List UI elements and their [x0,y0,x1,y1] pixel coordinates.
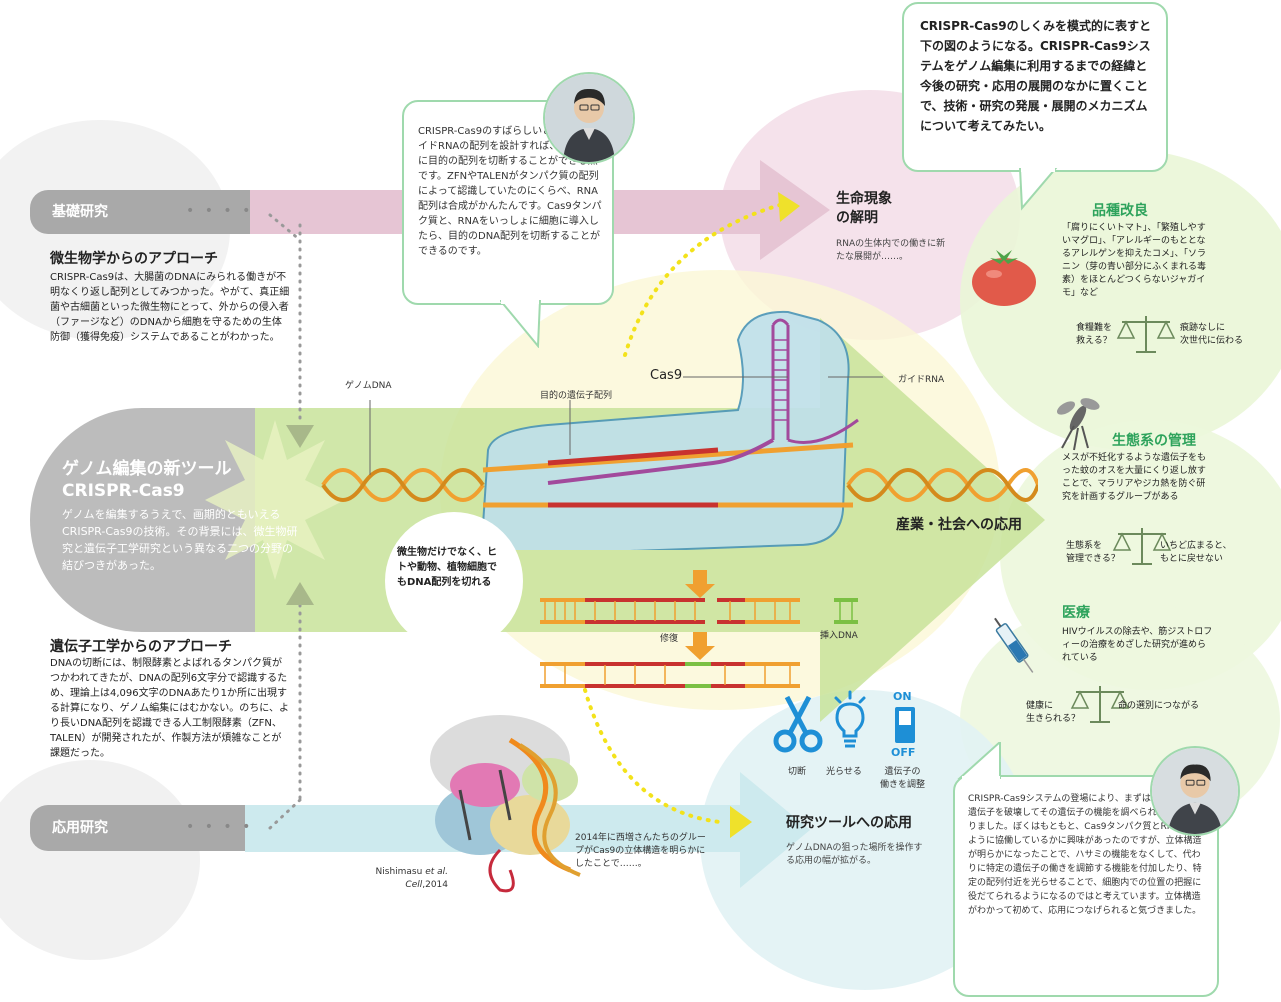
basic-tag: 基礎研究 [30,190,250,234]
industry-heading: 産業・社会への応用 [896,517,1022,533]
citation-authors: Nishimasu [375,867,426,877]
genetic-heading: 遺伝子工学からのアプローチ [50,639,232,655]
eco-right: いちど広まると、 もとに戻せない [1160,541,1232,564]
top-quote-tail [500,300,542,348]
structure-note: 2014年に西増さんたちのグループがCas9の立体構造を明らかにしたことで……。 [575,833,706,869]
tool-glow-label: 光らせる [826,767,862,777]
researcher-avatar-bottom [1150,746,1240,836]
applied-tag: 応用研究 [30,805,245,851]
tool-regulate-label: 遺伝子の 働きを調整 [880,767,926,790]
scissors-icon [773,695,823,753]
citation-etal: et al. [425,867,448,877]
label-target-seq: 目的の遺伝子配列 [540,391,613,401]
eco-left: 生態系を 管理できる？ [1066,541,1120,564]
repair-diagram [540,570,800,688]
label-cas9: Cas9 [650,368,683,383]
burst-shape [205,420,345,580]
crop-right: 痕跡なしに 次世代に伝わる [1180,323,1244,346]
genome-title: ゲノム編集の新ツール CRISPR-Cas9 [62,458,272,502]
applied-dots: • • • • [186,819,254,835]
guide-rna-strand [547,438,774,485]
scale-icon-eco [1112,528,1172,565]
cas9-diagram [321,310,1038,550]
genome-title-1: ゲノム編集の新ツール [62,459,232,479]
tomato-icon [972,250,1036,306]
researcher-avatar-top [543,72,635,164]
label-insert-dna: 挿入DNA [820,631,858,641]
genome-panel [30,408,255,632]
life-sub: RNAの生体内での働きに新たな展開が……。 [836,239,946,262]
eco-body: メスが不妊化するような遺伝子をもった蚊のオスを大量にくり返し放すことで、マラリア… [1062,453,1207,502]
bottom-quote-text: CRISPR-Cas9システムの登場により、まずは、かんたんに遺伝子を破壊してそ… [968,794,1207,916]
cas9-protein [481,310,850,550]
mosquito-icon [1056,398,1100,451]
medical-left: 健康に 生きられる？ [1026,701,1081,724]
genome-title-2: CRISPR-Cas9 [62,481,185,501]
citation: Nishimasu et al. Cell,2014 [358,866,448,892]
intro-tail [1018,168,1058,211]
crop-left: 食糧難を 救える？ [1076,323,1113,346]
label-guide-rna: ガイドRNA [898,375,945,385]
scale-icon-medical [1070,686,1130,723]
medical-body: HIVウイルスの除去や、筋ジストロフィーの治療をめざした研究が進められている [1062,627,1213,663]
scale-icon-crop [1116,316,1176,353]
medical-heading: 医療 [1062,605,1090,621]
applied-tag-label: 応用研究 [52,820,108,836]
medical-right: 命の選別につながる [1118,701,1200,711]
dna-helix-right [846,468,1038,502]
citation-year: ,2014 [422,880,448,890]
note-circle-text: 微生物だけでなく、ヒトや動物、植物細胞でもDNA配列を切れる [397,547,497,588]
bottom-quote-tail [957,742,1001,780]
guide-rna [771,318,790,440]
life-heading: 生命現象 の解明 [836,191,892,226]
blob-bottomleft [0,760,200,960]
crop-body: 「腐りにくいトマト」、「繁殖しやすいマグロ」、「アレルギーのもととなるアレルゲン… [1062,223,1207,298]
genetic-body: DNAの切断には、制限酵素とよばれるタンパク質がつかわれてきたが、DNAの配列6… [50,658,289,759]
lightbulb-icon [834,690,866,748]
genome-body: ゲノムを編集するうえで、画期的ともいえるCRISPR-Cas9の技術。その背景に… [62,508,298,572]
switch-icon [895,707,915,743]
top-quote-text: CRISPR-Cas9のすばらしいところは、ガイドRNAの配列を設計すれば、かん… [418,126,603,257]
basic-tag-label: 基礎研究 [52,204,108,220]
insert-dna-icon [834,598,858,624]
switch-off-label: OFF [891,746,916,759]
label-repair: 修復 [660,634,679,644]
eco-heading: 生態系の管理 [1112,433,1196,449]
citation-journal: Cell [405,880,423,890]
basic-dots: • • • • [186,203,254,219]
tool-cut-label: 切断 [788,767,807,777]
basic-heading: 微生物学からのアプローチ [50,251,218,267]
basic-body: CRISPR-Cas9は、大腸菌のDNAにみられる働きが不明なくり返し配列として… [50,272,290,343]
target-seq-top [547,447,719,466]
crop-heading: 品種改良 [1092,203,1148,219]
note-circle [385,512,523,650]
intro-text: CRISPR-Cas9のしくみを模式的に表すと下の図のようになる。CRISPR-… [920,19,1152,133]
syringe-icon [994,617,1034,673]
cas9-structure-image [430,715,581,893]
label-genome-dna: ゲノムDNA [345,381,392,391]
switch-on-label: ON [893,690,912,703]
research-heading: 研究ツールへの応用 [786,815,912,831]
research-sub: ゲノムDNAの狙った場所を操作する応用の幅が拡がる。 [786,843,923,866]
